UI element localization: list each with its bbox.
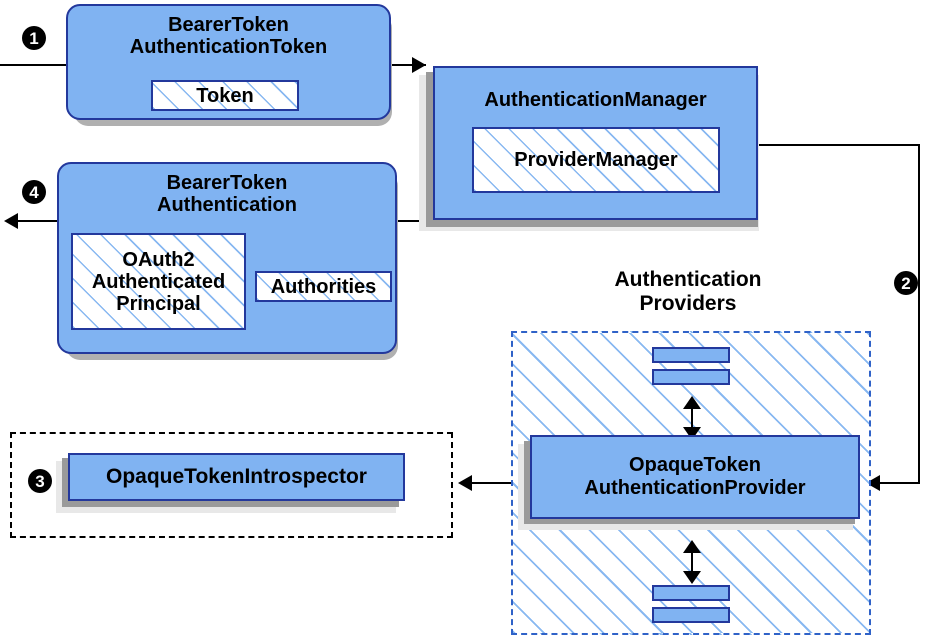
- opaque-token-introspector-container: [10, 432, 453, 538]
- connector-result-out: [14, 220, 66, 222]
- connector-provider-to-introspector: [472, 482, 532, 484]
- opaque-token-introspector[interactable]: OpaqueTokenIntrospector: [68, 453, 405, 501]
- provider-stack-bottom-bar-2: [652, 607, 730, 623]
- token-inner-box[interactable]: Token: [151, 80, 299, 111]
- connector-right-down: [918, 144, 920, 484]
- provider-stack-top: [652, 347, 730, 385]
- bearer-token-authentication[interactable]: BearerToken Authentication OAuth2 Authen…: [57, 162, 397, 354]
- authentication-manager[interactable]: AuthenticationManager ProviderManager: [433, 66, 758, 220]
- bearer-token-authentication-title: BearerToken Authentication: [157, 172, 297, 217]
- provider-link-arrow-bottom: [682, 540, 702, 584]
- authentication-providers-label: Authentication Providers: [614, 268, 762, 315]
- marker-4-label: 4: [29, 182, 39, 202]
- provider-stack-bottom: [652, 585, 730, 623]
- marker-2-label: 2: [901, 273, 911, 293]
- authentication-manager-title: AuthenticationManager: [484, 89, 707, 111]
- arrowhead-result-out: [4, 213, 18, 229]
- marker-1-label: 1: [29, 28, 39, 48]
- provider-link-arrow-top: [682, 396, 702, 440]
- connector-manager-to-authentication: [395, 220, 439, 222]
- opaque-token-authentication-provider[interactable]: OpaqueToken AuthenticationProvider: [530, 435, 860, 519]
- connector-into-provider: [866, 482, 920, 484]
- provider-manager-inner-box[interactable]: ProviderManager: [472, 127, 720, 193]
- provider-stack-top-bar-1: [652, 347, 730, 363]
- bearer-token-authentication-token-title: BearerToken AuthenticationToken: [129, 14, 328, 59]
- arrowhead-to-introspector: [458, 475, 472, 491]
- connector-request-in: [0, 64, 66, 66]
- marker-4: 4: [22, 180, 46, 204]
- connector-token-to-manager: [390, 64, 426, 66]
- marker-2: 2: [894, 271, 918, 295]
- provider-stack-bottom-bar-1: [652, 585, 730, 601]
- authorities-box[interactable]: Authorities: [255, 271, 392, 302]
- arrowhead-to-manager: [412, 57, 426, 73]
- connector-manager-right: [758, 144, 920, 146]
- marker-3: 3: [28, 469, 52, 493]
- marker-1: 1: [22, 26, 46, 50]
- marker-3-label: 3: [35, 471, 45, 491]
- provider-stack-top-bar-2: [652, 369, 730, 385]
- oauth2-authenticated-principal-box[interactable]: OAuth2 Authenticated Principal: [71, 233, 246, 330]
- bearer-token-authentication-token[interactable]: BearerToken AuthenticationToken Token: [66, 4, 391, 120]
